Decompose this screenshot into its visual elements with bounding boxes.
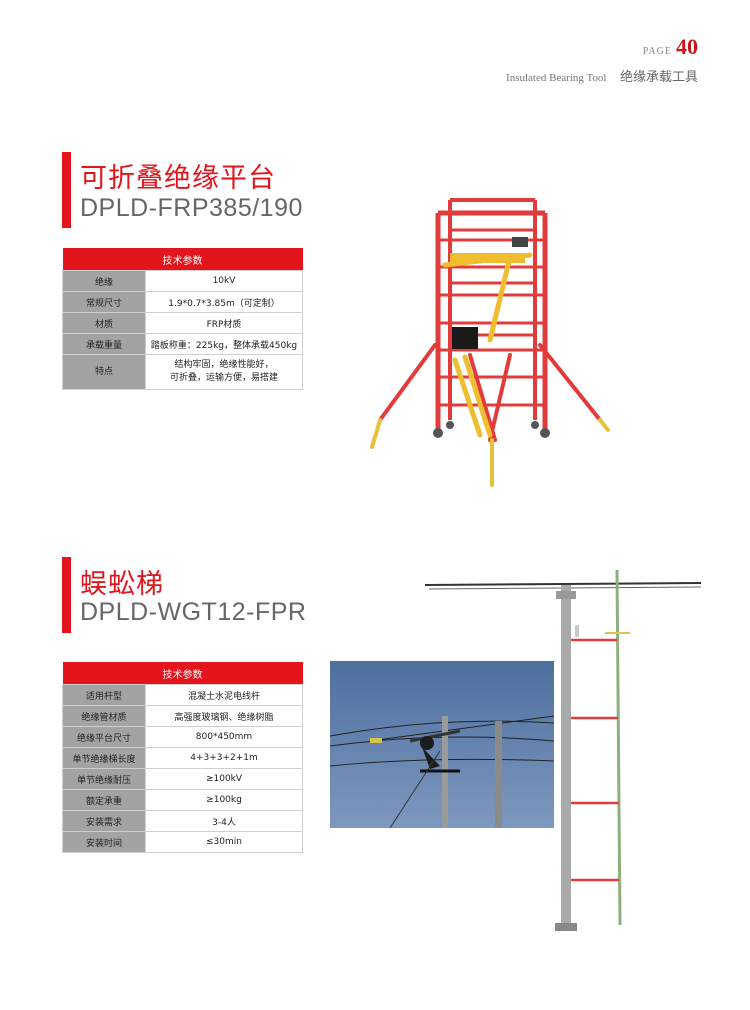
table-row: 单节绝缘梯长度 4+3+3+2+1m [62, 747, 303, 769]
spec-value: ≥100kg [145, 789, 303, 811]
pole-worker-photo [330, 661, 554, 828]
table-row: 安装时间 ≤30min [62, 831, 303, 853]
spec-key: 常规尺寸 [62, 291, 146, 313]
section1-spec-table: 技术参数 绝缘 10kV 常规尺寸 1.9*0.7*3.85m（可定制） 材质 … [62, 248, 303, 390]
spec-value: 踏板称重：225kg，整体承载450kg [145, 333, 303, 355]
table-row: 安装需求 3-4人 [62, 810, 303, 832]
table-row: 常规尺寸 1.9*0.7*3.85m（可定制） [62, 291, 303, 313]
table-row: 额定承重 ≥100kg [62, 789, 303, 811]
table-row: 承载重量 踏板称重：225kg，整体承载450kg [62, 333, 303, 355]
spec-key: 单节绝缘耐压 [62, 768, 146, 790]
spec-key: 适用杆型 [62, 684, 146, 706]
table-row: 绝缘管材质 高强度玻璃钢、绝缘树脂 [62, 705, 303, 727]
section2-accent-bar [62, 557, 71, 633]
table-row: 特点 结构牢固，绝缘性能好， 可折叠，运输方便，易搭建 [62, 354, 303, 390]
section2-table-header: 技术参数 [62, 662, 303, 685]
page-label: PAGE [642, 46, 672, 57]
spec-value: FRP材质 [145, 312, 303, 334]
spec-key: 安装时间 [62, 831, 146, 853]
spec-value-line: 可折叠，运输方便，易搭建 [169, 373, 278, 383]
table-row: 单节绝缘耐压 ≥100kV [62, 768, 303, 790]
section2-title-en: DPLD-WGT12-FPR [80, 598, 307, 626]
spec-value: 混凝土水泥电线杆 [145, 684, 303, 706]
spec-key: 绝缘 [62, 270, 146, 292]
spec-value: 1.9*0.7*3.85m（可定制） [145, 291, 303, 313]
spec-value: ≥100kV [145, 768, 303, 790]
spec-key: 安装需求 [62, 810, 146, 832]
scaffold-platform-image [370, 198, 610, 487]
table-row: 材质 FRP材质 [62, 312, 303, 334]
spec-value: 800*450mm [145, 726, 303, 748]
spec-key: 特点 [62, 354, 146, 390]
page-number: 40 [676, 34, 698, 59]
section1-table-header: 技术参数 [62, 248, 303, 271]
spec-value: 高强度玻璃钢、绝缘树脂 [145, 705, 303, 727]
spec-value: 3-4人 [145, 810, 303, 832]
section1-accent-bar [62, 152, 71, 228]
centipede-ladder-image [425, 569, 702, 931]
header-subtitle-en: Insulated Bearing Tool [506, 72, 607, 84]
spec-key: 绝缘平台尺寸 [62, 726, 146, 748]
spec-key: 额定承重 [62, 789, 146, 811]
spec-value: 10kV [145, 270, 303, 292]
spec-key: 材质 [62, 312, 146, 334]
header-subtitle-cn: 绝缘承载工具 [619, 70, 698, 85]
header-subtitle: Insulated Bearing Tool 绝缘承载工具 [506, 66, 698, 85]
table-row: 适用杆型 混凝土水泥电线杆 [62, 684, 303, 706]
spec-value: ≤30min [145, 831, 303, 853]
section1-title-cn: 可折叠绝缘平台 [80, 163, 276, 194]
section2-title-cn: 蜈蚣梯 [80, 569, 164, 600]
spec-value: 结构牢固，绝缘性能好， 可折叠，运输方便，易搭建 [145, 354, 303, 390]
spec-key: 绝缘管材质 [62, 705, 146, 727]
spec-key: 单节绝缘梯长度 [62, 747, 146, 769]
table-row: 绝缘平台尺寸 800*450mm [62, 726, 303, 748]
spec-key: 承载重量 [62, 333, 146, 355]
section2-spec-table: 技术参数 适用杆型 混凝土水泥电线杆 绝缘管材质 高强度玻璃钢、绝缘树脂 绝缘平… [62, 662, 303, 853]
spec-value: 4+3+3+2+1m [145, 747, 303, 769]
section1-title-en: DPLD-FRP385/190 [80, 194, 303, 222]
table-row: 绝缘 10kV [62, 270, 303, 292]
spec-value-line: 结构牢固，绝缘性能好， [174, 360, 274, 370]
